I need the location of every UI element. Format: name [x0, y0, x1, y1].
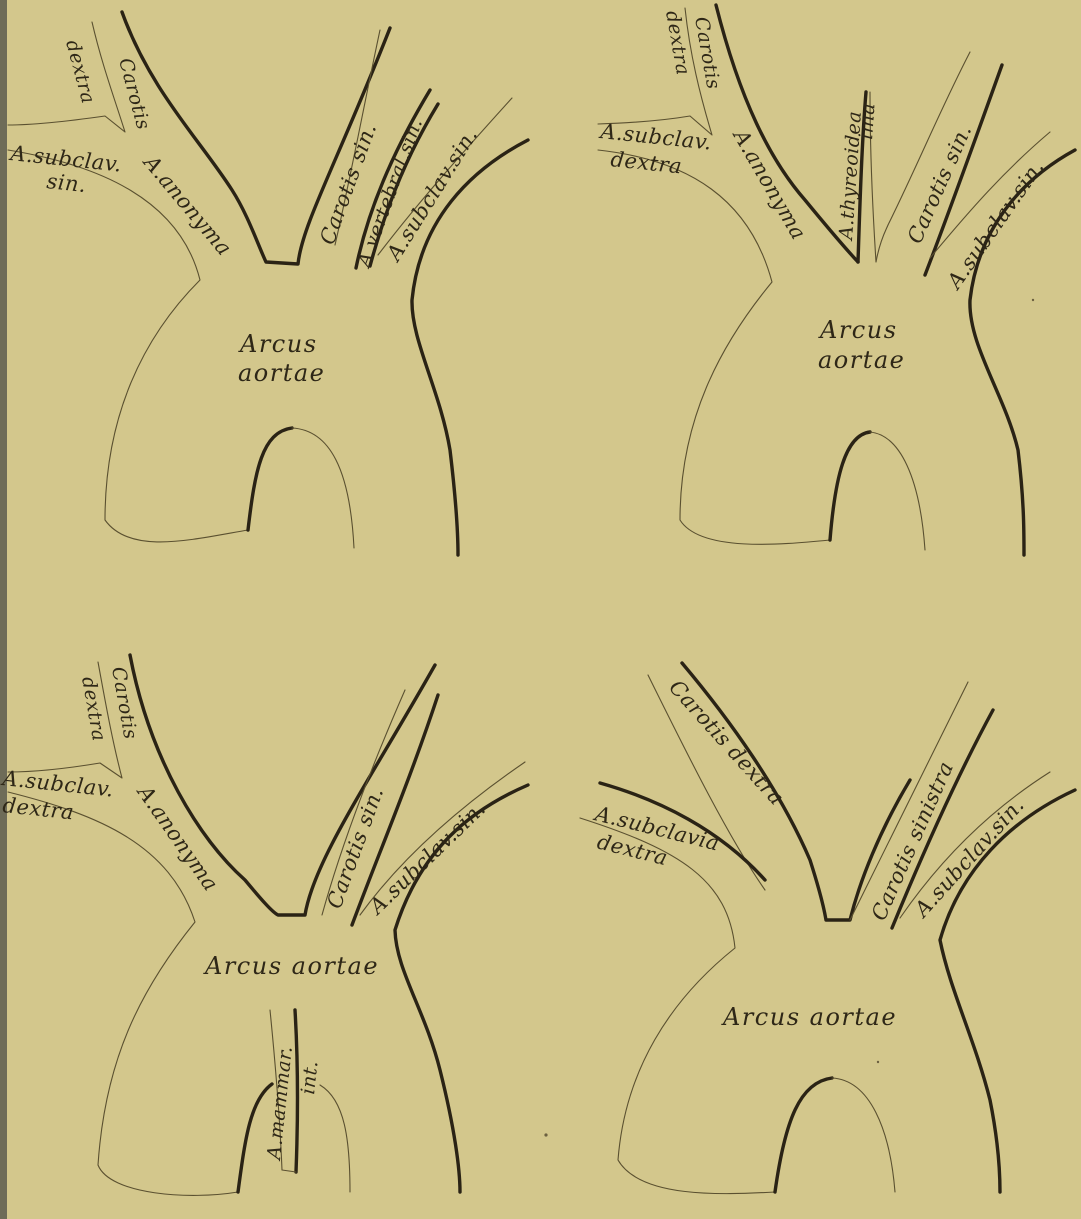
label-arcus: Arcus [238, 330, 318, 358]
label-arcus-aortae: Arcus aortae [721, 1003, 897, 1031]
label-aortae: aortae [818, 346, 905, 374]
label-sin: sin. [45, 169, 87, 197]
binding-edge [0, 0, 7, 1219]
label-int: int. [297, 1059, 322, 1095]
label-ima: ima [855, 102, 880, 140]
label-arcus-aortae: Arcus aortae [203, 952, 379, 980]
paper-speck [1032, 299, 1034, 301]
label-arcus: Arcus [818, 316, 898, 344]
paper-speck [877, 1061, 879, 1063]
label-aortae: aortae [238, 359, 325, 387]
paper-speck [544, 1133, 547, 1136]
